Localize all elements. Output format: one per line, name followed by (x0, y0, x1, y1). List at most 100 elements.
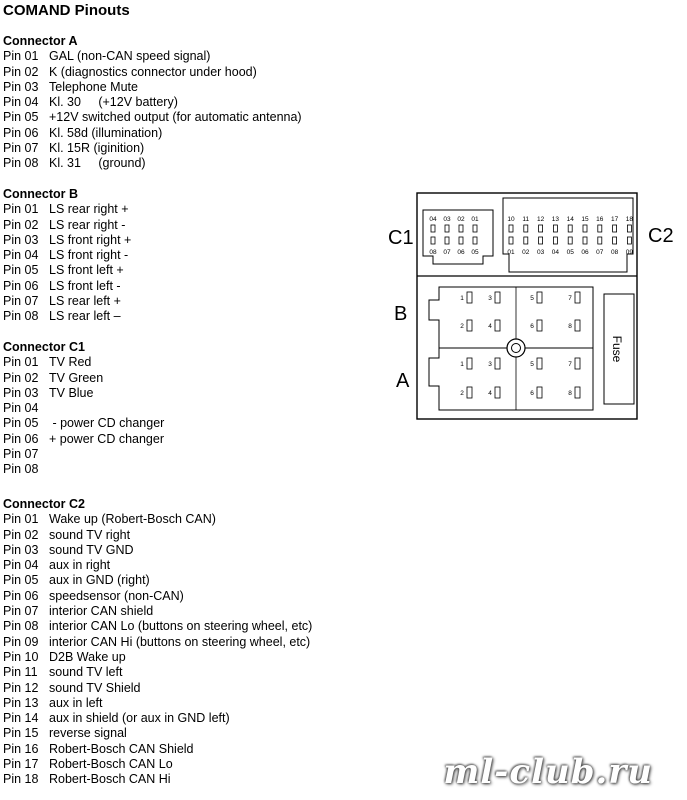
ab-pin-number: 5 (530, 295, 534, 302)
c2-pin-number: 08 (611, 249, 619, 256)
pin-number: Pin 05 (3, 263, 39, 278)
pin-socket (597, 236, 603, 245)
pin-number: Pin 02 (3, 64, 39, 79)
pin-row: Pin 04 (3, 401, 164, 416)
pin-socket (538, 236, 544, 245)
c1-pin-number: 05 (471, 249, 479, 256)
pin-number: Pin 18 (3, 772, 39, 787)
c2-pin-number: 14 (567, 216, 575, 223)
c1-pin-number: 01 (471, 216, 479, 223)
pin-description: interior CAN Hi (buttons on steering whe… (49, 634, 311, 649)
pin-socket (458, 224, 464, 233)
pin-socket (523, 236, 529, 245)
pin-description: D2B Wake up (49, 649, 126, 664)
fuse-box (603, 293, 635, 405)
pin-description: aux in shield (or aux in GND left) (49, 711, 230, 726)
pin-number: Pin 13 (3, 695, 39, 710)
pin-number: Pin 16 (3, 741, 39, 756)
center-screw-inner (511, 343, 521, 353)
pin-row: Pin 11 sound TV left (3, 665, 312, 680)
pin-number: Pin 15 (3, 726, 39, 741)
pin-description: speedsensor (non-CAN) (49, 588, 184, 603)
pin-number: Pin 07 (3, 447, 39, 462)
pin-socket (538, 224, 544, 233)
pin-number: Pin 10 (3, 649, 39, 664)
pin-number: Pin 08 (3, 619, 39, 634)
pin-socket (536, 357, 543, 370)
pin-row: Pin 10 D2B Wake up (3, 650, 312, 665)
pin-description: K (diagnostics connector under hood) (49, 64, 257, 79)
ab-pin-number: 5 (530, 361, 534, 368)
pin-socket (472, 236, 478, 245)
pin-description: Wake up (Robert-Bosch CAN) (49, 512, 216, 527)
ab-pin-number: 6 (530, 390, 534, 397)
pin-number: Pin 11 (3, 665, 38, 680)
pin-number: Pin 14 (3, 711, 39, 726)
pin-row: Pin 06+ power CD changer (3, 432, 164, 447)
pin-description: Kl. 58d (illumination) (49, 125, 163, 140)
pin-number: Pin 04 (3, 401, 39, 416)
pin-description: TV Blue (49, 385, 94, 400)
c2-pin-number: 11 (522, 216, 529, 223)
c2-pin-number: 04 (552, 249, 560, 256)
section-heading: Connector C1 (3, 340, 85, 354)
pin-description: LS rear right - (49, 217, 126, 232)
pin-row: Pin 15 reverse signal (3, 726, 312, 741)
pin-description: sound TV left (49, 665, 123, 680)
pin-number: Pin 02 (3, 527, 39, 542)
pin-socket (574, 319, 581, 332)
ab-pin-number: 6 (530, 323, 534, 330)
pin-number: Pin 08 (3, 156, 39, 171)
c2-pin-number: 17 (611, 216, 619, 223)
pin-description: LS front right - (49, 248, 129, 263)
pin-number: Pin 06 (3, 278, 39, 293)
ab-pin-number: 7 (568, 295, 572, 302)
pin-description: interior CAN Lo (buttons on steering whe… (49, 619, 313, 634)
c2-pin-number: 03 (537, 249, 545, 256)
label-c2: C2 (648, 225, 674, 247)
pin-number: Pin 17 (3, 757, 39, 772)
pin-description: Kl. 15R (iginition) (49, 141, 145, 156)
c2-pin-number: 10 (507, 216, 515, 223)
pin-socket (494, 386, 501, 399)
pin-description: LS rear right + (49, 202, 129, 217)
watermark-logo: ml-club.ru (443, 752, 653, 792)
pin-socket (466, 386, 473, 399)
c2-pin-number: 05 (567, 249, 575, 256)
pin-number: Pin 04 (3, 95, 39, 110)
pin-number: Pin 03 (3, 542, 39, 557)
pin-row: Pin 02 K (diagnostics connector under hoo… (3, 65, 302, 80)
pin-description: TV Red (49, 355, 92, 370)
pin-description: + power CD changer (49, 431, 164, 446)
pin-socket (444, 236, 450, 245)
pin-socket (523, 224, 529, 233)
label-b: B (394, 303, 407, 325)
pin-socket (582, 236, 588, 245)
c2-block (502, 197, 634, 273)
pin-number: Pin 03 (3, 232, 39, 247)
pin-description: reverse signal (49, 726, 127, 741)
ab-pin-number: 8 (568, 323, 572, 330)
pin-socket (508, 236, 514, 245)
ab-pin-number: 8 (568, 390, 572, 397)
c2-pin-number: 16 (596, 216, 604, 223)
